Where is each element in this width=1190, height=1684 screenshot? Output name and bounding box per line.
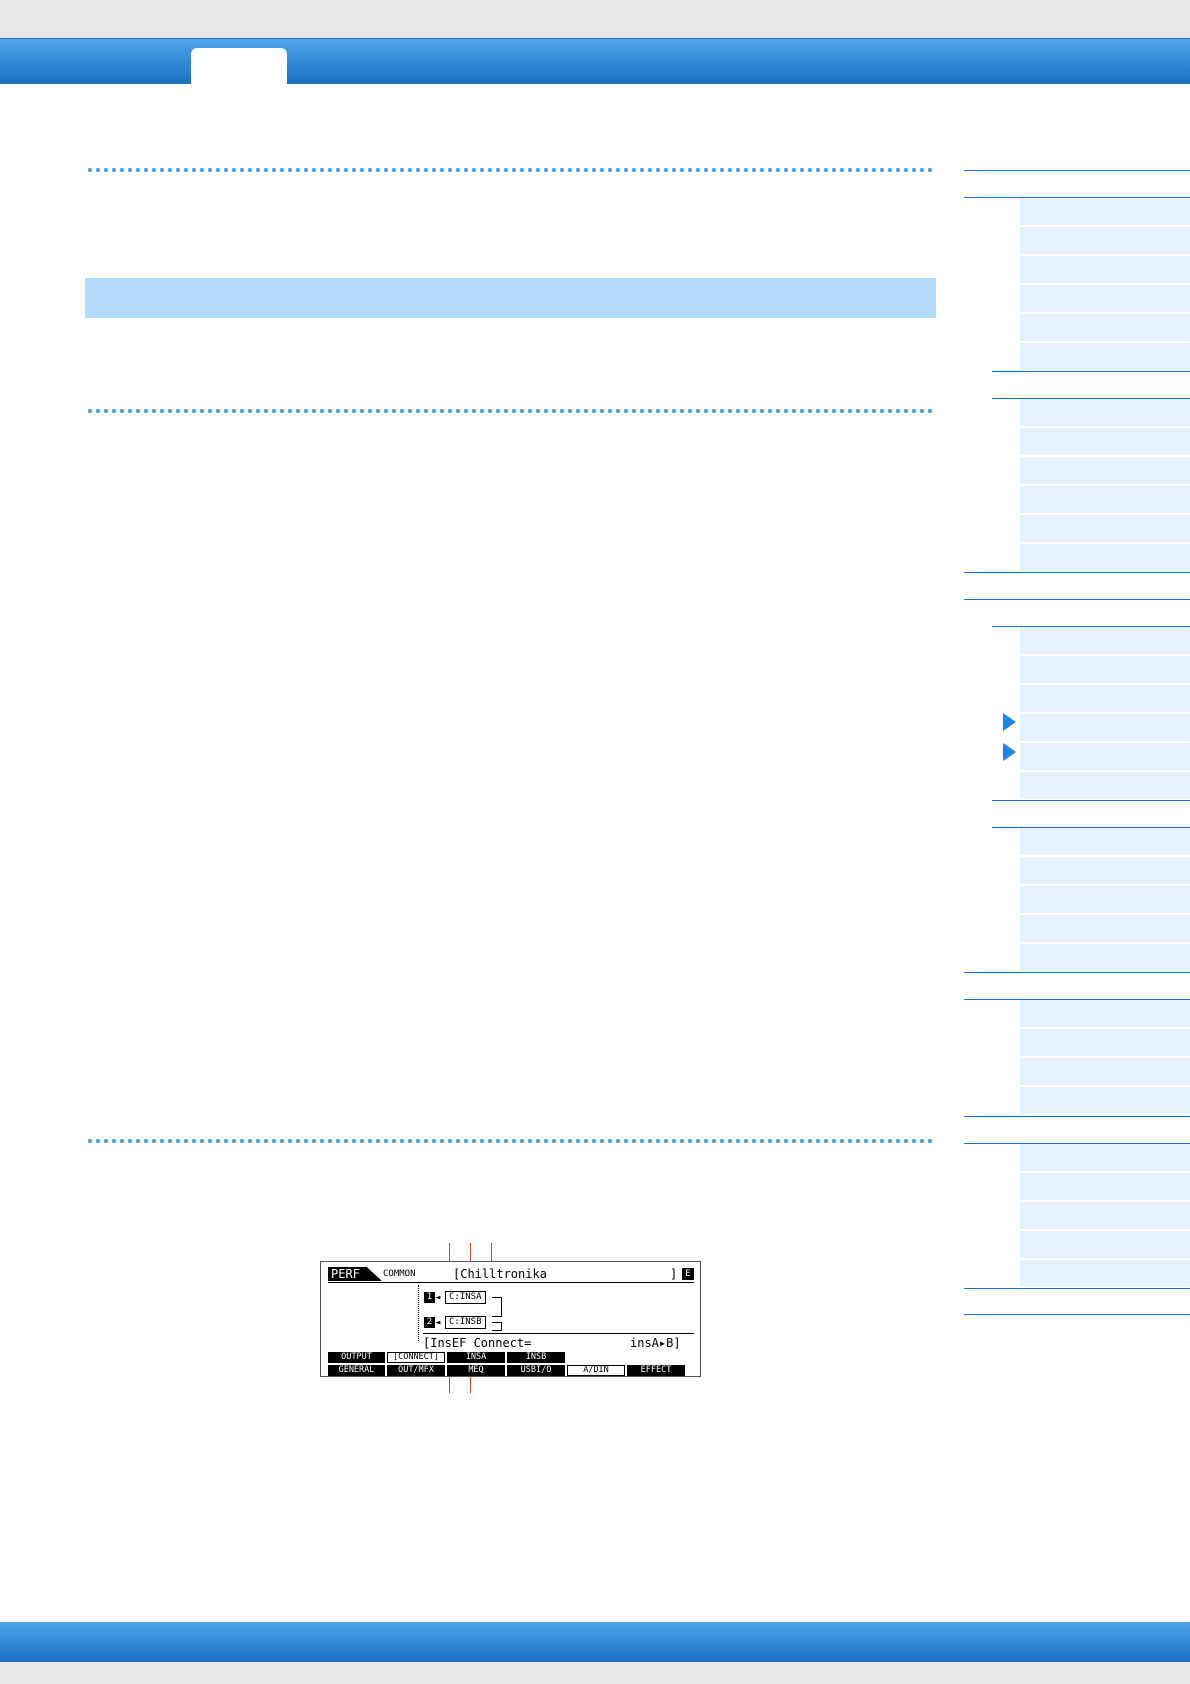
connection-line	[492, 1297, 502, 1317]
section-divider	[86, 1138, 936, 1144]
footer-bar	[0, 1622, 1190, 1662]
nav-item[interactable]	[1020, 1087, 1190, 1115]
current-page-arrow-icon	[1003, 713, 1016, 731]
nav-item[interactable]	[1020, 857, 1190, 885]
nav-divider	[964, 197, 1190, 198]
lcd-tab-output: OUTPUT	[328, 1352, 385, 1363]
lcd-tab-usb-io: USBI/O	[507, 1365, 565, 1376]
lcd-upper-tabs: OUTPUT [CONNECT] INSA INSB	[328, 1352, 685, 1363]
nav-divider	[992, 626, 1190, 627]
left-arrow-icon: ◄	[435, 1318, 441, 1328]
nav-item[interactable]	[1020, 886, 1190, 914]
insertion-b-block: C:INSB	[445, 1316, 486, 1329]
connection-line	[492, 1322, 502, 1331]
nav-item[interactable]	[1020, 428, 1190, 456]
nav-item[interactable]	[1020, 256, 1190, 284]
insertion-a-block: C:INSA	[445, 1291, 486, 1304]
lcd-divider	[328, 1282, 694, 1283]
nav-divider	[992, 800, 1190, 801]
lcd-tab-a-din: A/DIN	[567, 1365, 625, 1376]
lcd-tab-general: GENERAL	[328, 1365, 385, 1376]
nav-item[interactable]	[1020, 1260, 1190, 1288]
nav-item[interactable]	[1020, 685, 1190, 713]
nav-item[interactable]	[1020, 227, 1190, 255]
nav-divider	[964, 1116, 1190, 1117]
bottom-margin	[0, 1662, 1190, 1684]
nav-divider	[992, 371, 1190, 372]
lcd-tab-insb: INSB	[507, 1352, 565, 1363]
lcd-lower-tabs: GENERAL OUT/MFX MEQ USBI/O A/DIN EFFECT	[328, 1365, 685, 1376]
nav-item[interactable]	[1020, 772, 1190, 800]
nav-item-current[interactable]	[1020, 714, 1190, 742]
lcd-tab-effect: EFFECT	[627, 1365, 685, 1376]
parameter-value: insA▸B]	[630, 1336, 681, 1350]
lcd-screen: PERF COMMON [Chilltronika ] E 1 ◄ C:INSA…	[320, 1261, 701, 1377]
nav-item[interactable]	[1020, 457, 1190, 485]
lcd-tab-meq: MEQ	[447, 1365, 505, 1376]
nav-item-current[interactable]	[1020, 743, 1190, 771]
nav-divider	[964, 170, 1190, 171]
section-divider	[86, 408, 936, 414]
header-bar	[0, 38, 1190, 84]
nav-item[interactable]	[1020, 828, 1190, 856]
nav-item[interactable]	[1020, 1029, 1190, 1057]
callout-line	[470, 1243, 471, 1273]
nav-item[interactable]	[1020, 285, 1190, 313]
nav-divider	[964, 972, 1190, 973]
lcd-tab-insa: INSA	[447, 1352, 505, 1363]
nav-item[interactable]	[1020, 343, 1190, 371]
performance-name: [Chilltronika	[453, 1267, 547, 1281]
name-bracket: ]	[670, 1267, 678, 1281]
nav-divider	[964, 1143, 1190, 1144]
nav-item[interactable]	[1020, 544, 1190, 572]
lcd-tab-empty	[627, 1352, 685, 1363]
lcd-tab-out-mfx: OUT/MFX	[387, 1365, 445, 1376]
parameter-label: [InsEF Connect=	[423, 1336, 532, 1350]
nav-item[interactable]	[1020, 944, 1190, 972]
lcd-divider	[423, 1333, 694, 1334]
nav-item[interactable]	[1020, 1058, 1190, 1086]
nav-item[interactable]	[1020, 1202, 1190, 1230]
edit-badge: E	[682, 1268, 694, 1280]
section-divider	[86, 167, 936, 173]
header-tab[interactable]	[191, 48, 287, 86]
line-number: 1	[424, 1292, 435, 1303]
nav-item[interactable]	[1020, 198, 1190, 226]
nav-item[interactable]	[1020, 1231, 1190, 1259]
nav-item[interactable]	[1020, 515, 1190, 543]
left-arrow-icon: ◄	[435, 1293, 441, 1303]
current-page-arrow-icon	[1003, 743, 1016, 761]
nav-item[interactable]	[1020, 915, 1190, 943]
nav-divider	[964, 572, 1190, 573]
nav-divider	[992, 827, 1190, 828]
nav-divider	[964, 999, 1190, 1000]
nav-item[interactable]	[1020, 1000, 1190, 1028]
nav-item[interactable]	[1020, 1173, 1190, 1201]
top-margin	[0, 0, 1190, 38]
nav-divider	[992, 398, 1190, 399]
nav-item[interactable]	[1020, 1144, 1190, 1172]
section-heading-band	[85, 278, 936, 318]
line-number: 2	[424, 1317, 435, 1328]
lcd-dotted-guide	[418, 1285, 419, 1341]
nav-divider	[964, 1288, 1190, 1289]
nav-item[interactable]	[1020, 314, 1190, 342]
nav-item[interactable]	[1020, 656, 1190, 684]
nav-item[interactable]	[1020, 399, 1190, 427]
callout-line	[449, 1243, 450, 1273]
section-indicator: COMMON	[383, 1269, 416, 1279]
nav-item[interactable]	[1020, 486, 1190, 514]
nav-item[interactable]	[1020, 627, 1190, 655]
callout-line	[491, 1243, 492, 1277]
lcd-tab-connect: [CONNECT]	[387, 1352, 445, 1363]
nav-divider	[964, 1314, 1190, 1315]
lcd-tab-empty	[567, 1352, 625, 1363]
nav-divider	[964, 599, 1190, 600]
mode-indicator: PERF	[328, 1267, 382, 1281]
